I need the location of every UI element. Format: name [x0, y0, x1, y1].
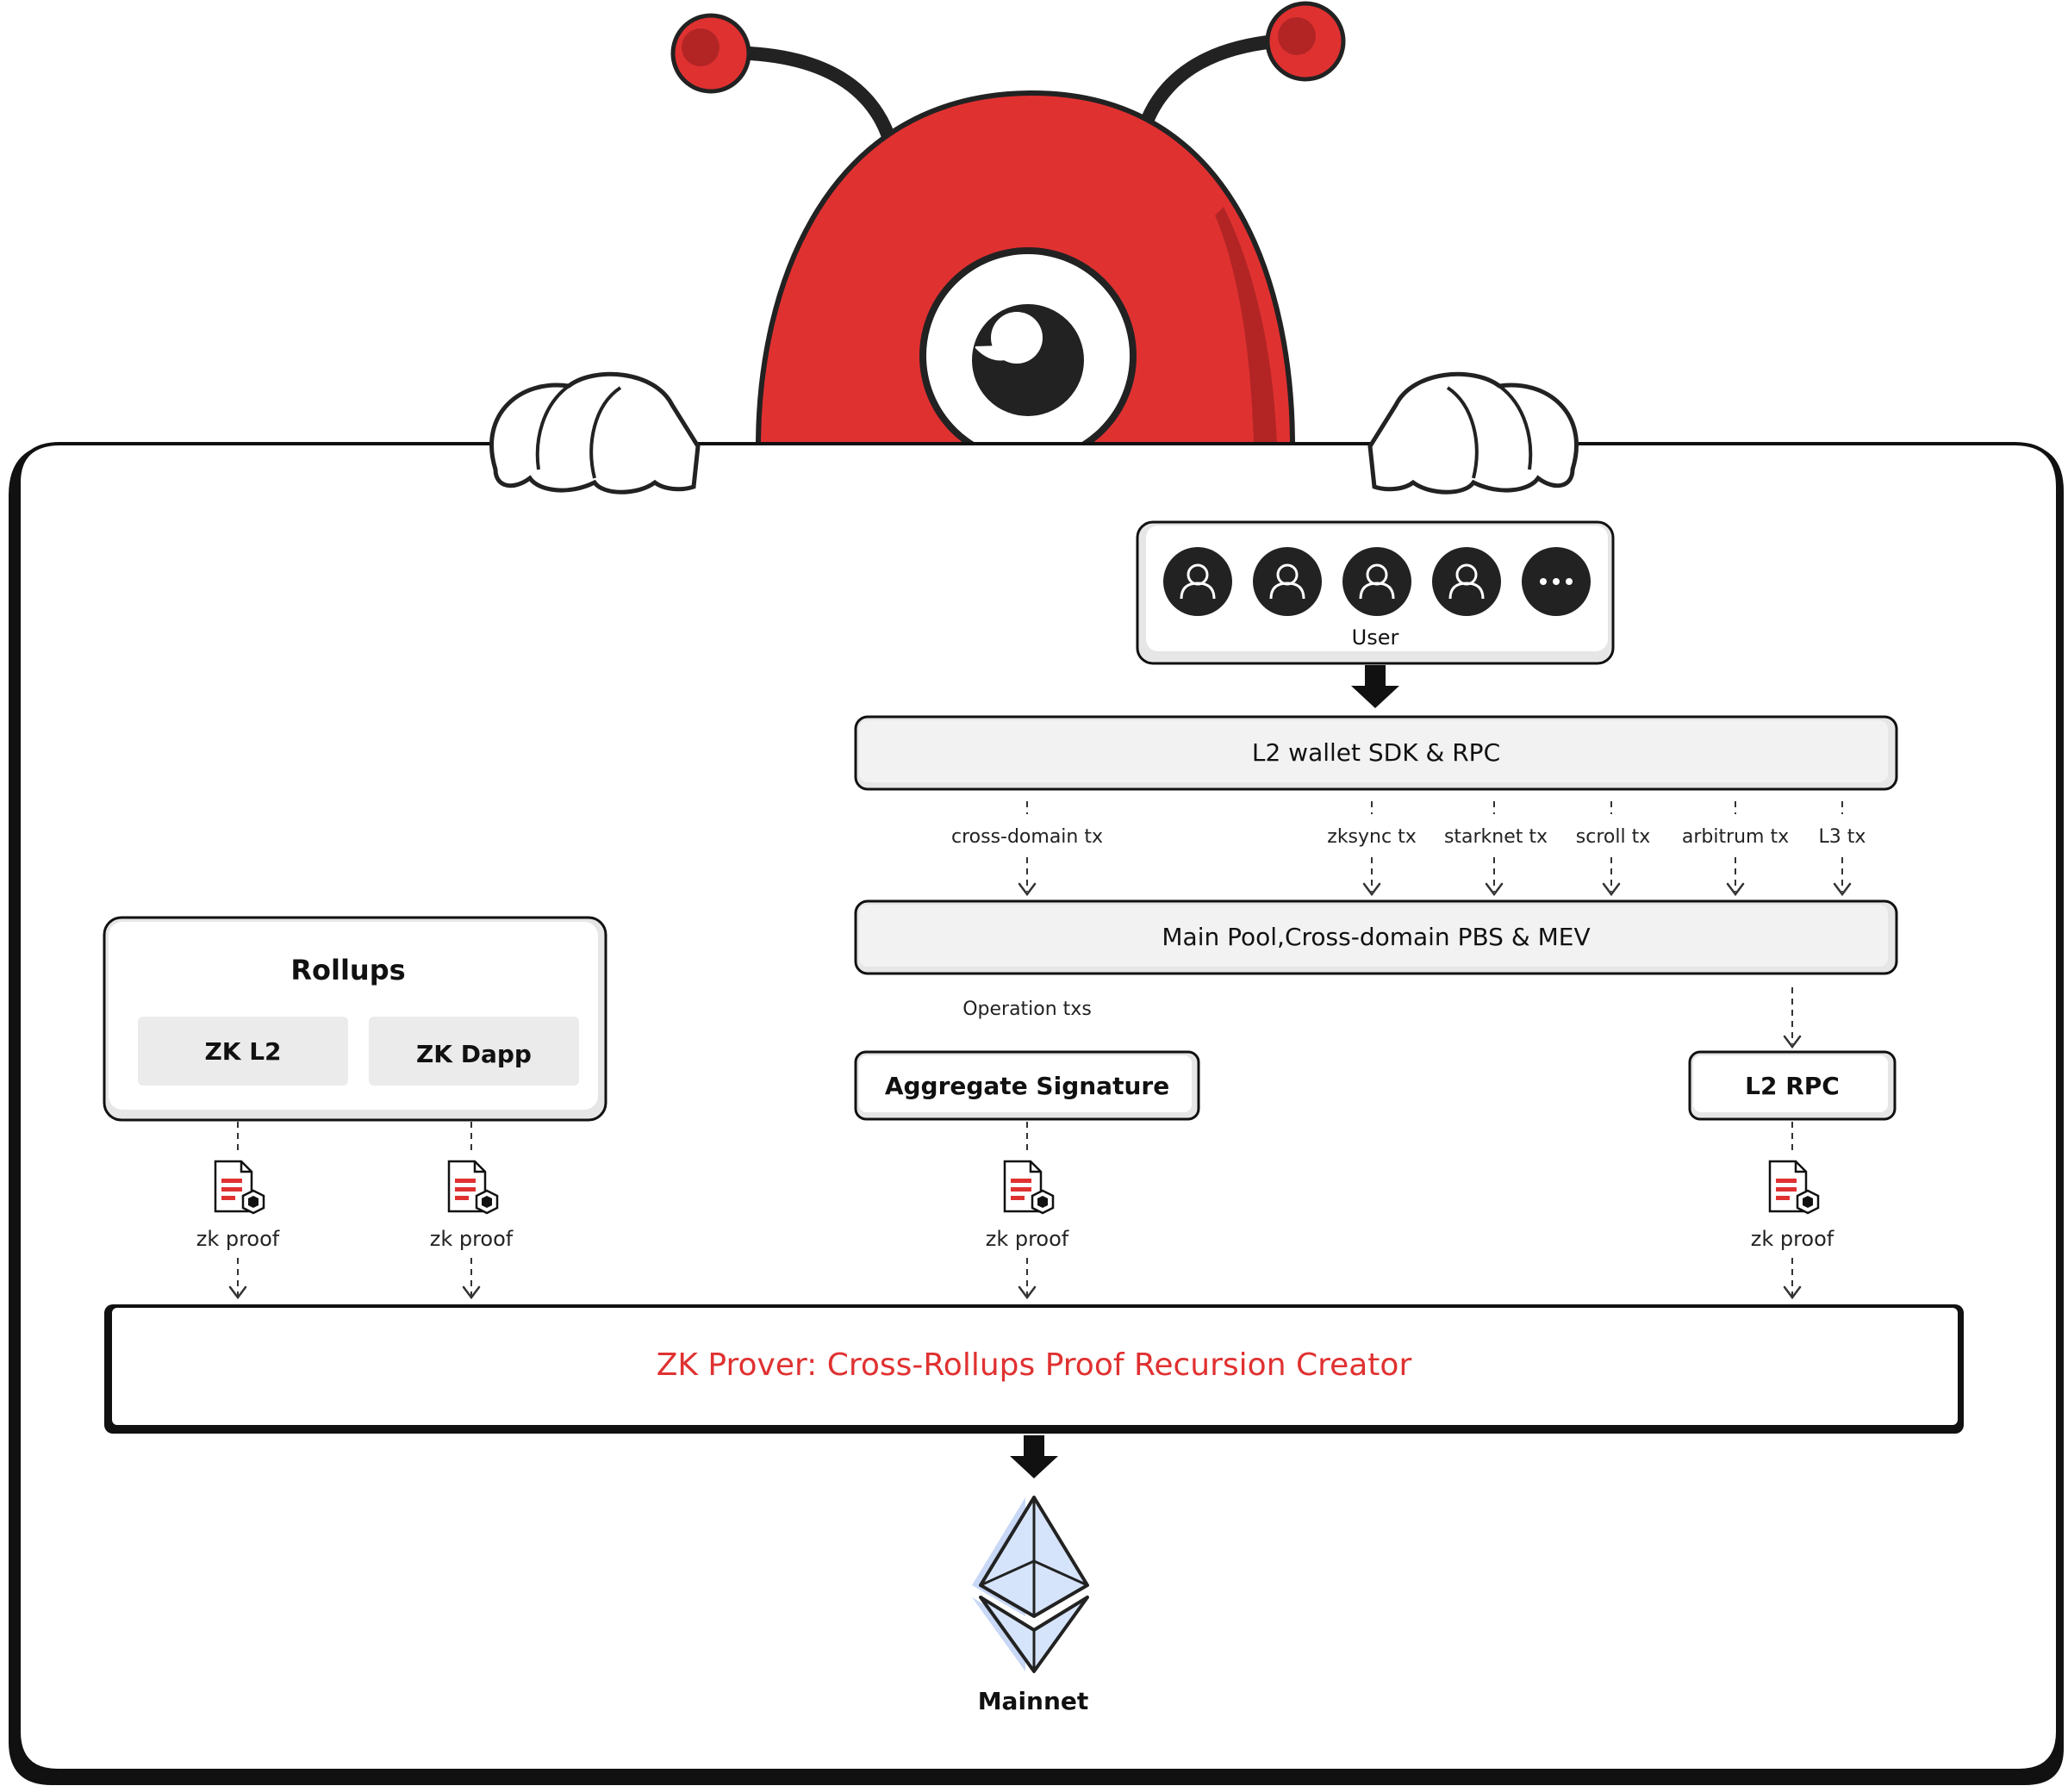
- l2-rpc-box[interactable]: L2 RPC: [1688, 1050, 1897, 1121]
- tx-label-l3: L3 tx: [1819, 826, 1866, 848]
- wallet-label: L2 wallet SDK & RPC: [1252, 738, 1500, 767]
- tx-label-starknet: starknet tx: [1444, 826, 1548, 848]
- proof-connectors: [237, 1122, 1793, 1297]
- zk-proof-label: zk proof: [430, 1227, 514, 1251]
- arrow-user-wallet: [1351, 665, 1399, 708]
- user-icon[interactable]: [1342, 547, 1411, 616]
- pool-label: Main Pool,Cross-domain PBS & MEV: [1162, 923, 1590, 951]
- prover-box[interactable]: ZK Prover: Cross-Rollups Proof Recursion…: [104, 1304, 1964, 1434]
- tx-connectors: [1026, 801, 1843, 892]
- mascot: [670, 1, 1346, 464]
- tx-label-cross-domain: cross-domain tx: [951, 826, 1103, 848]
- tx-label-zksync: zksync tx: [1327, 826, 1416, 848]
- arrow-prover-mainnet: [1010, 1435, 1058, 1478]
- zk-l2-label: ZK L2: [204, 1037, 281, 1066]
- user-panel: User: [1136, 520, 1615, 665]
- zk-proof-label: zk proof: [1751, 1227, 1834, 1251]
- prover-label: ZK Prover: Cross-Rollups Proof Recursion…: [657, 1347, 1412, 1383]
- more-icon[interactable]: [1522, 547, 1591, 616]
- aggregate-signature-box[interactable]: Aggregate Signature: [854, 1050, 1200, 1121]
- mascot-hands: [489, 371, 1579, 495]
- zk-proof-label: zk proof: [196, 1227, 280, 1251]
- user-label: User: [1352, 625, 1399, 650]
- wallet-box[interactable]: L2 wallet SDK & RPC: [854, 715, 1898, 791]
- operation-txs-label: Operation txs: [962, 999, 1092, 1020]
- l2-rpc-label: L2 RPC: [1745, 1072, 1840, 1100]
- zk-l2-box[interactable]: ZK L2: [138, 1017, 348, 1086]
- zk-dapp-label: ZK Dapp: [416, 1040, 532, 1068]
- ethereum-icon: [972, 1496, 1089, 1673]
- user-icon[interactable]: [1432, 547, 1501, 616]
- mainnet-label: Mainnet: [978, 1687, 1089, 1715]
- zk-dapp-box[interactable]: ZK Dapp: [369, 1017, 579, 1086]
- zk-proof-label: zk proof: [986, 1227, 1069, 1251]
- rollups-box: Rollups ZK L2 ZK Dapp: [103, 916, 607, 1122]
- proof-arrowheads: [228, 1285, 1802, 1300]
- tx-label-arbitrum: arbitrum tx: [1682, 826, 1789, 848]
- user-icon[interactable]: [1253, 547, 1322, 616]
- rollups-title: Rollups: [290, 954, 405, 986]
- pool-box[interactable]: Main Pool,Cross-domain PBS & MEV: [854, 899, 1898, 975]
- user-icon[interactable]: [1163, 547, 1232, 616]
- tx-label-scroll: scroll tx: [1576, 826, 1650, 848]
- aggregate-signature-label: Aggregate Signature: [885, 1072, 1169, 1100]
- tx-arrowheads: [1018, 882, 1852, 897]
